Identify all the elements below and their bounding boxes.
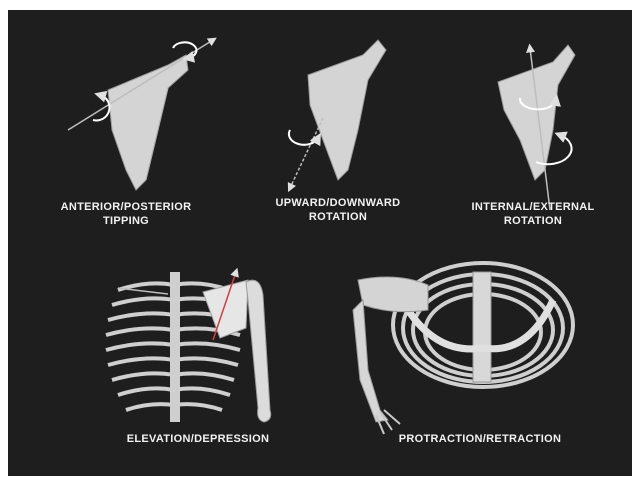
label-updown-line1: UPWARD/DOWNWARD <box>258 196 418 210</box>
label-tipping-line2: TIPPING <box>46 214 206 228</box>
ribcage-protraction <box>353 263 573 434</box>
label-protraction: PROTRACTION/RETRACTION <box>370 432 590 446</box>
label-intext-line1: INTERNAL/EXTERNAL <box>453 200 613 214</box>
label-upward-downward: UPWARD/DOWNWARD ROTATION <box>258 196 418 224</box>
diagram-panel: ANTERIOR/POSTERIOR TIPPING UPWARD/DOWNWA… <box>8 10 632 476</box>
ribcage-elevation <box>106 272 271 422</box>
scapula-tipping <box>68 40 213 190</box>
label-tipping: ANTERIOR/POSTERIOR TIPPING <box>46 200 206 228</box>
illustrations <box>8 10 632 476</box>
label-updown-line2: ROTATION <box>258 210 418 224</box>
scapula-internal-external <box>498 45 575 210</box>
label-tipping-line1: ANTERIOR/POSTERIOR <box>46 200 206 214</box>
label-elevation: ELEVATION/DEPRESSION <box>103 432 293 446</box>
scapula-upward-downward <box>289 40 386 188</box>
label-intext-line2: ROTATION <box>453 214 613 228</box>
label-internal-external: INTERNAL/EXTERNAL ROTATION <box>453 200 613 228</box>
